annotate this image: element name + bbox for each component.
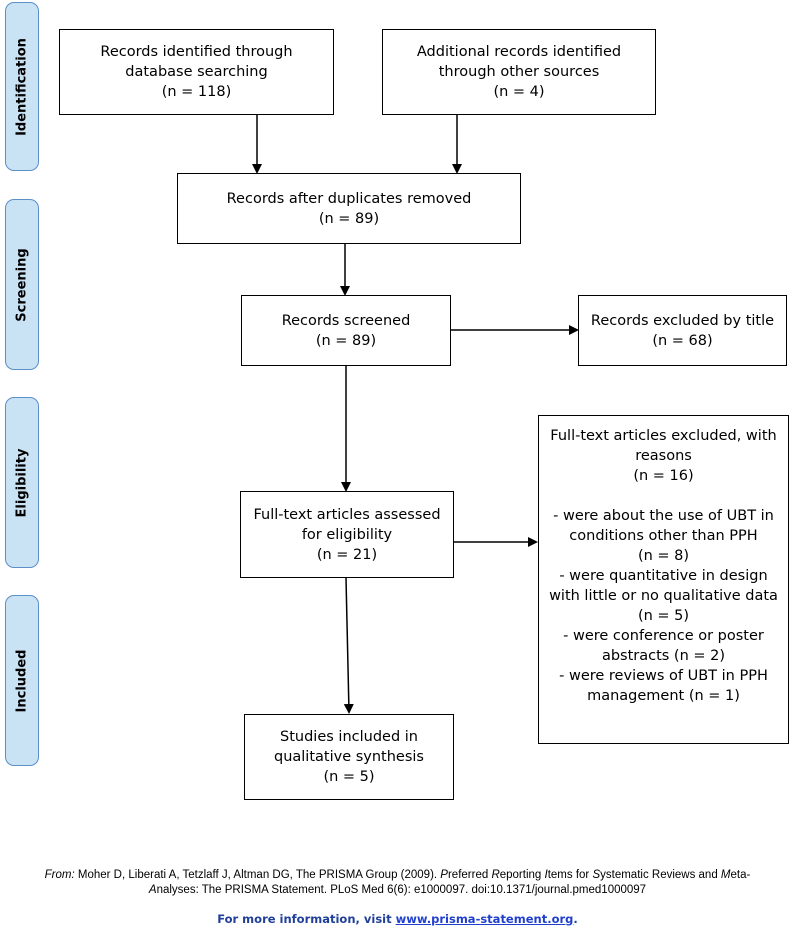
box-fulltext-assessed: Full-text articles assessed for eligibil… xyxy=(240,491,454,578)
excluded-reason-line: (n = 8) xyxy=(637,548,690,564)
box-text-line: (n = 4) xyxy=(493,84,545,100)
citation-line-2: Analyses: The PRISMA Statement. PLoS Med… xyxy=(0,883,795,898)
box-text-line: (n = 5) xyxy=(323,769,375,785)
more-info-text: For more information, visit xyxy=(217,912,396,926)
phase-screening: Screening xyxy=(5,199,39,370)
citation-text: referred xyxy=(447,869,492,881)
box-text-line: for eligibility xyxy=(301,526,393,543)
excluded-header-line: (n = 16) xyxy=(633,468,694,484)
box-text-line: (n = 89) xyxy=(315,332,377,349)
box-fulltext-excluded: Full-text articles excluded, with reason… xyxy=(538,415,789,744)
citation-initial: I xyxy=(544,869,548,881)
citation-initial: P xyxy=(440,869,448,881)
box-studies-included: Studies included in qualitative synthesi… xyxy=(244,714,454,800)
phase-identification-label: Identification xyxy=(14,37,30,136)
citation-initial: R xyxy=(491,869,500,881)
citation: From: Moher D, Liberati A, Tetzlaff J, A… xyxy=(0,868,795,898)
excluded-reason-line: - were conference or poster xyxy=(563,628,764,644)
box-records-screened: Records screened (n = 89) xyxy=(241,295,451,366)
excluded-reason-line: with little or no qualitative data xyxy=(549,588,778,604)
box-text-line: Records screened xyxy=(281,312,411,329)
phase-eligibility: Eligibility xyxy=(5,397,39,568)
citation-line-1: From: Moher D, Liberati A, Tetzlaff J, A… xyxy=(0,868,795,883)
box-text-line: qualitative synthesis xyxy=(274,749,424,765)
box-text-line: Records identified through xyxy=(100,44,293,60)
citation-text: nalyses: The PRISMA Statement. PLoS Med … xyxy=(156,884,647,896)
excluded-header-line: reasons xyxy=(635,448,692,464)
phase-eligibility-label: Eligibility xyxy=(14,448,30,517)
box-excluded-by-title: Records excluded by title (n = 68) xyxy=(578,295,787,366)
excluded-reason-line: (n = 5) xyxy=(637,608,690,624)
box-text-line: (n = 21) xyxy=(316,546,378,563)
excluded-header-line: Full-text articles excluded, with xyxy=(550,428,777,444)
excluded-reason-line: management (n = 1) xyxy=(587,688,740,704)
excluded-reason-line: abstracts (n = 2) xyxy=(601,648,726,664)
citation-text: eta- xyxy=(730,869,751,881)
citation-initial: A xyxy=(148,884,157,896)
arrow-fulltext-to-included xyxy=(343,577,354,714)
excluded-reason-line: conditions other than PPH xyxy=(569,528,758,544)
phase-included: Included xyxy=(5,595,39,766)
phase-included-label: Included xyxy=(14,649,30,712)
box-other-sources: Additional records identified through ot… xyxy=(382,29,656,115)
excluded-reason-line: - were about the use of UBT in xyxy=(553,508,774,524)
box-text-line: Records after duplicates removed xyxy=(226,190,472,207)
citation-initial: S xyxy=(592,869,601,881)
box-text-line: (n = 89) xyxy=(318,210,380,227)
prisma-website-link[interactable]: www.prisma-statement.org xyxy=(395,912,574,926)
citation-text: eporting xyxy=(499,869,545,881)
citation-text: ystematic Reviews and xyxy=(600,869,721,881)
box-text-line: (n = 118) xyxy=(161,84,232,100)
phase-identification: Identification xyxy=(5,2,39,171)
excluded-reason-line: - were quantitative in design xyxy=(559,568,768,584)
phase-screening-label: Screening xyxy=(14,247,30,322)
citation-text: Moher D, Liberati A, Tetzlaff J, Altman … xyxy=(74,869,441,881)
box-text-line: database searching xyxy=(125,64,268,80)
box-text-line: Additional records identified xyxy=(416,44,622,60)
more-info: For more information, visit www.prisma-s… xyxy=(0,912,795,926)
box-text-line: (n = 68) xyxy=(652,332,713,349)
excluded-reason-line: - were reviews of UBT in PPH xyxy=(559,668,768,684)
box-text-line: through other sources xyxy=(438,64,600,80)
box-duplicates-removed: Records after duplicates removed (n = 89… xyxy=(177,173,521,244)
box-text-line: Records excluded by title xyxy=(590,312,775,329)
citation-from-label: From: xyxy=(44,869,75,881)
citation-text: tems for xyxy=(547,869,593,881)
box-database-searching: Records identified through database sear… xyxy=(59,29,334,115)
box-text-line: Full-text articles assessed xyxy=(253,506,441,523)
citation-initial: M xyxy=(720,869,731,881)
box-text-line: Studies included in xyxy=(280,729,418,745)
more-info-end: . xyxy=(573,912,578,926)
